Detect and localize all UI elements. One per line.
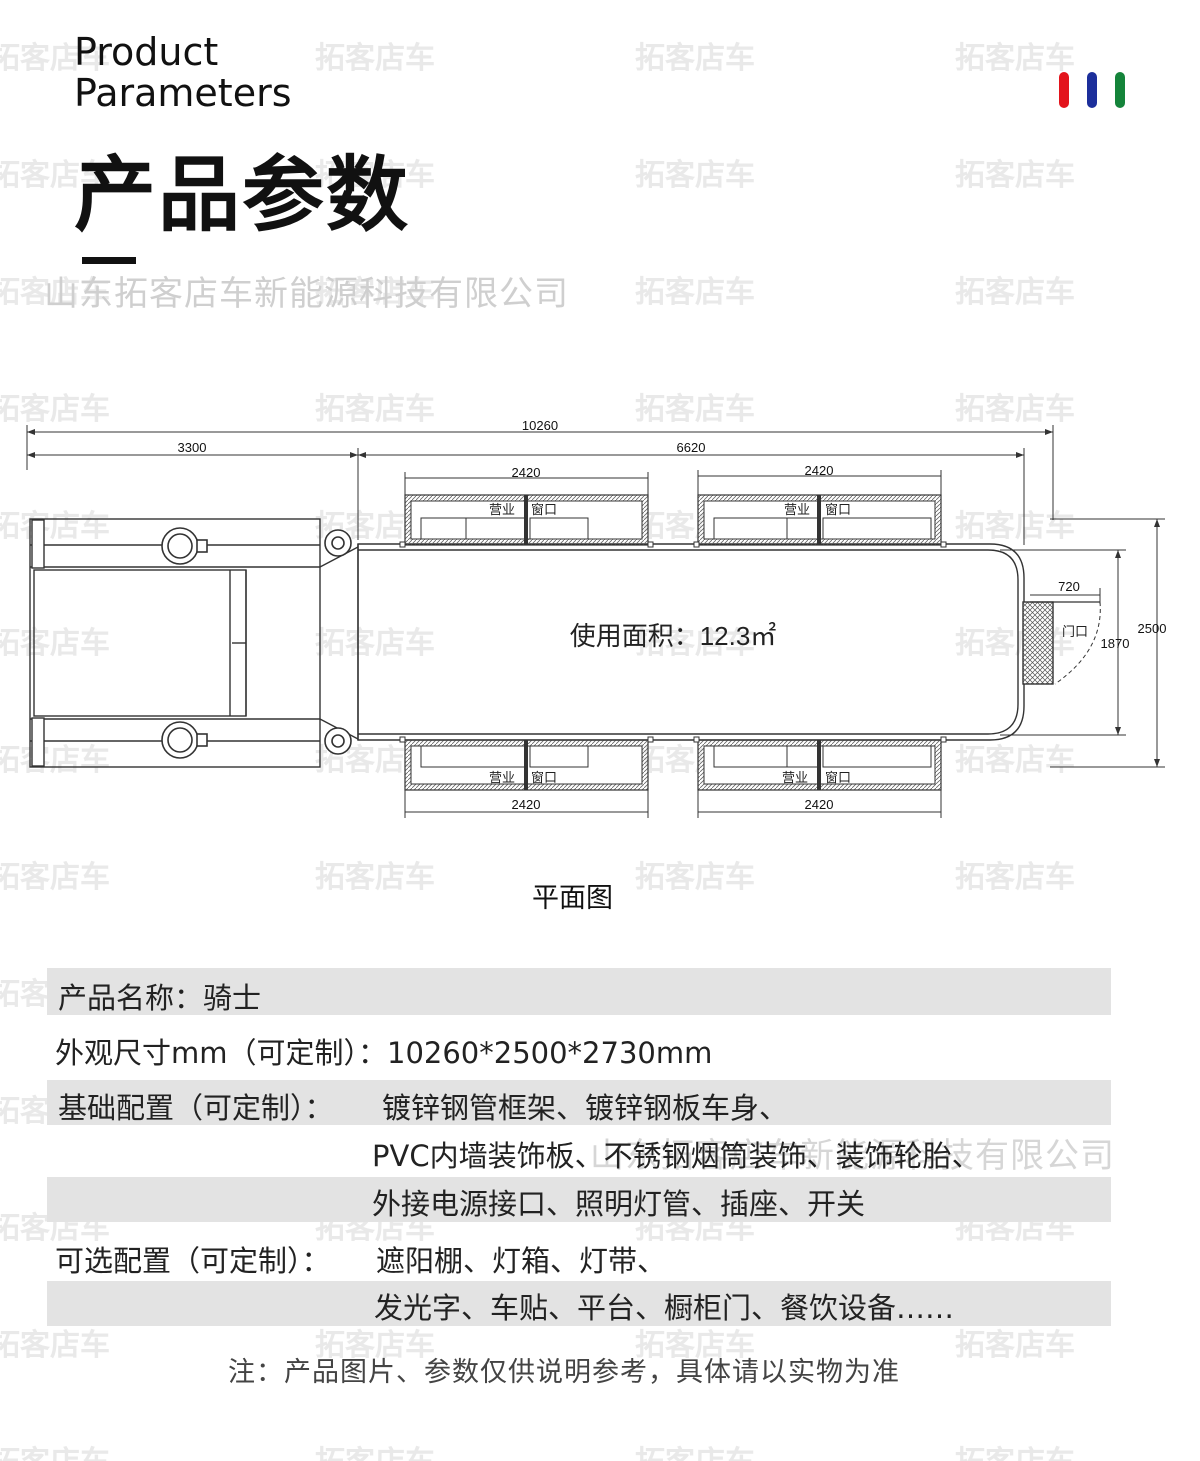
dim-height-inner: 1870 [1101, 636, 1130, 651]
door-label: 门口 [1062, 624, 1088, 639]
brand-watermark: 拓客店车 [0, 1445, 110, 1461]
header-title-cn: 产品参数 [74, 148, 411, 243]
service-window-top-right [697, 494, 942, 546]
window-label-window-tr: 窗口 [825, 502, 851, 517]
flag-blue-stripe-icon [1087, 72, 1097, 108]
dim-window-top-right: 2420 [805, 463, 834, 478]
brand-watermark: 拓客店车 [955, 1445, 1075, 1461]
window-label-business-tl: 营业 [489, 502, 515, 517]
header-title-en-line1: Product [74, 30, 219, 74]
dimension-lines [26, 425, 1165, 818]
window-label-window-br: 窗口 [825, 770, 851, 785]
dimension-arrows [27, 429, 1160, 767]
brand-watermark: 拓客店车 [315, 1445, 435, 1461]
spec-optional-config-line1: 遮阳棚、灯箱、灯带、 [376, 1244, 667, 1278]
company-watermark-secondary: 山东拓客店车新能源科技有限公司 [590, 1136, 1115, 1176]
spec-row-bg-3 [47, 1177, 1111, 1222]
spec-base-config-line2: PVC内墙装饰板、不锈钢烟筒装饰、装饰轮胎、 [372, 1139, 981, 1173]
spec-optional-config-line2: 发光字、车贴、平台、橱柜门、餐饮设备…… [374, 1291, 955, 1325]
dim-total-length: 10260 [522, 418, 558, 433]
spec-base-config-line3: 外接电源接口、照明灯管、插座、开关 [372, 1187, 866, 1221]
service-window-bottom-right [697, 739, 942, 791]
floor-plan: 10260 3300 6620 2420 2420 2420 2420 720 … [26, 418, 1167, 818]
spec-base-config-label: 基础配置（可定制）： [58, 1091, 334, 1125]
dim-front: 3300 [178, 440, 207, 455]
support-legs [31, 519, 45, 767]
floor-plan-caption: 平面图 [532, 883, 613, 914]
header-title-en: Product Parameters [74, 32, 292, 114]
spec-row-bg-2 [47, 1080, 1111, 1125]
service-window-top-left [404, 494, 649, 546]
flag-red-stripe-icon [1059, 72, 1069, 108]
brand-watermark: 拓客店车 [635, 1445, 755, 1461]
window-label-business-bl: 营业 [489, 770, 515, 785]
body-fittings [399, 541, 947, 743]
header-underline [82, 257, 136, 264]
jack-wheel-icon [161, 527, 352, 759]
service-window-bottom-left [404, 739, 649, 791]
dim-width: 2500 [1138, 621, 1167, 636]
dim-window-bottom-right: 2420 [805, 797, 834, 812]
spec-optional-config-label: 可选配置（可定制）： [55, 1244, 331, 1278]
window-label-business-br: 营业 [782, 770, 808, 785]
disclaimer-note: 注：产品图片、参数仅供说明参考，具体请以实物为准 [228, 1357, 900, 1388]
dim-window-top-left: 2420 [512, 465, 541, 480]
spec-base-config-line1: 镀锌钢管框架、镀锌钢板车身、 [382, 1091, 789, 1125]
company-watermark: 山东拓客店车新能源科技有限公司 [44, 274, 569, 314]
spec-row-bg-1 [47, 968, 1111, 1015]
dim-body: 6620 [677, 440, 706, 455]
rear-door [1022, 601, 1101, 685]
spec-product-name: 产品名称：骑士 [58, 981, 262, 1015]
dim-door-width: 720 [1058, 579, 1080, 594]
window-label-window-bl: 窗口 [531, 770, 557, 785]
flag-green-stripe-icon [1115, 72, 1125, 108]
window-label-business-tr: 营业 [784, 502, 810, 517]
usable-area-label: 使用面积：12.3㎡ [570, 621, 777, 651]
main-body [357, 543, 1025, 741]
spec-dimensions: 外观尺寸mm（可定制）：10260*2500*2730mm [55, 1036, 713, 1070]
window-label-window-tl: 窗口 [531, 502, 557, 517]
spec-row-bg-4 [47, 1281, 1111, 1326]
header-title-en-line2: Parameters [74, 71, 292, 115]
dim-window-bottom-left: 2420 [512, 797, 541, 812]
